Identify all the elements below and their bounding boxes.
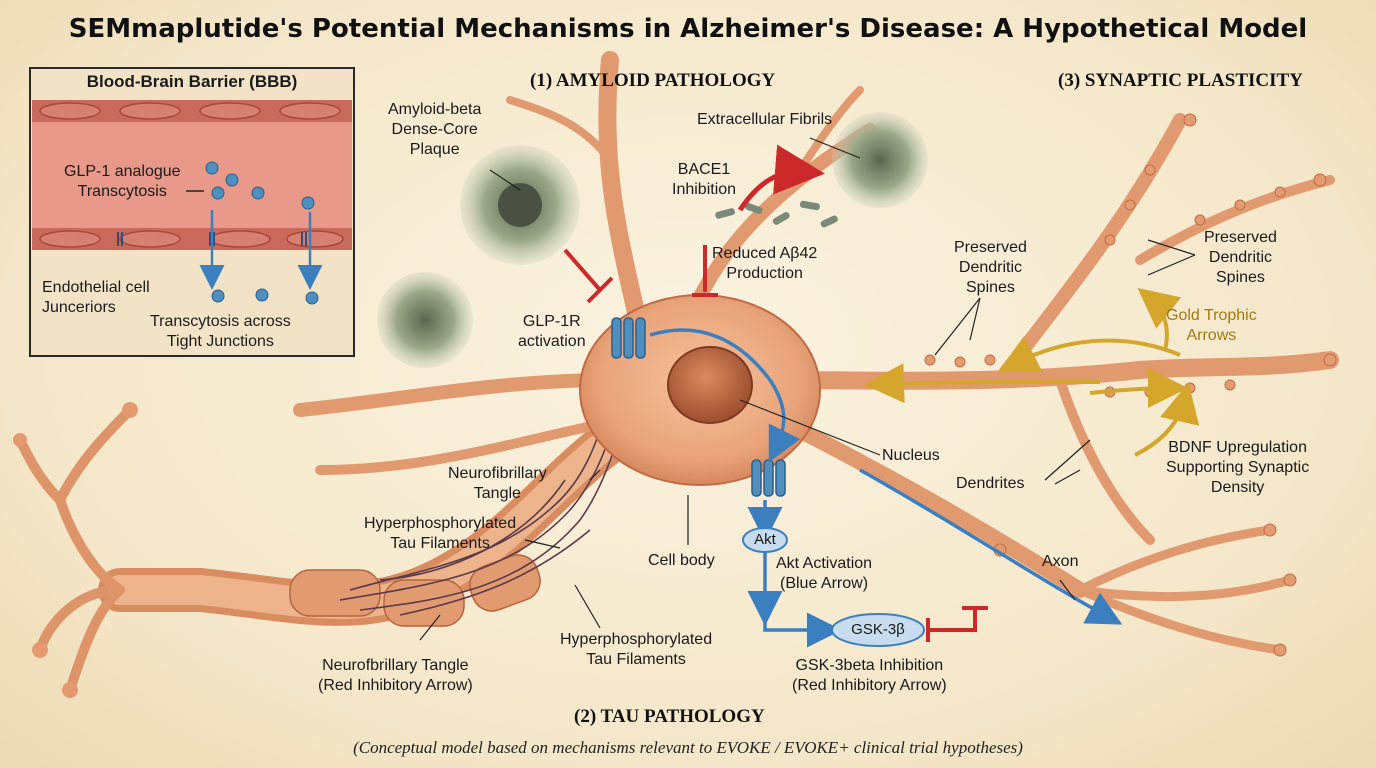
akt-activation-label: Akt Activation(Blue Arrow) [776, 555, 873, 592]
myelin-sheath-icon [289, 554, 541, 627]
gsk-badge: GSK-3β [851, 621, 905, 638]
bace1-arrow [737, 144, 825, 212]
bbb-title: Blood-Brain Barrier (BBB) [86, 72, 298, 91]
bbb-inset [29, 67, 355, 357]
glp1-particle-icon [205, 161, 319, 305]
signal-arrow-icon [649, 328, 1123, 648]
axon-left [13, 398, 662, 698]
glp1r-receptor-icon [611, 317, 786, 497]
akt-badge: Akt [754, 531, 776, 548]
leader-lines [419, 137, 1196, 641]
akt-badge-shape [742, 527, 788, 553]
inhibit-arrow-icon [563, 245, 988, 642]
fibril-fragment-icon [715, 200, 838, 228]
nucleus-label: Nucleus [882, 447, 940, 464]
cell-body-label: Cell body [648, 552, 715, 569]
caption: (Conceptual model based on mechanisms re… [353, 738, 1023, 757]
section-amyloid: (1) AMYLOID PATHOLOGY [530, 70, 776, 91]
nucleus-shape [667, 346, 753, 424]
dendrites-label: Dendrites [956, 475, 1025, 492]
section-synaptic: (3) SYNAPTIC PLASTICITY [1058, 70, 1303, 91]
gsk-badge-shape [831, 613, 925, 647]
fibrils-label: Extracellular Fibrils [697, 111, 833, 128]
tight-junction-icon [117, 232, 307, 246]
nft-bottom-label: Neurofbrillary Tangle(Red Inhibitory Arr… [318, 657, 473, 694]
section-tau: (2) TAU PATHOLOGY [574, 706, 765, 727]
page-title: SEMmaplutide's Potential Mechanisms in A… [68, 14, 1308, 44]
axon-label: Axon [1042, 553, 1079, 570]
gsk-inhibition-label: GSK-3beta Inhibition(Red Inhibitory Arro… [792, 657, 947, 694]
amyloid-plaque-icon [377, 112, 928, 368]
trophic-arrow-icon [864, 287, 1200, 457]
